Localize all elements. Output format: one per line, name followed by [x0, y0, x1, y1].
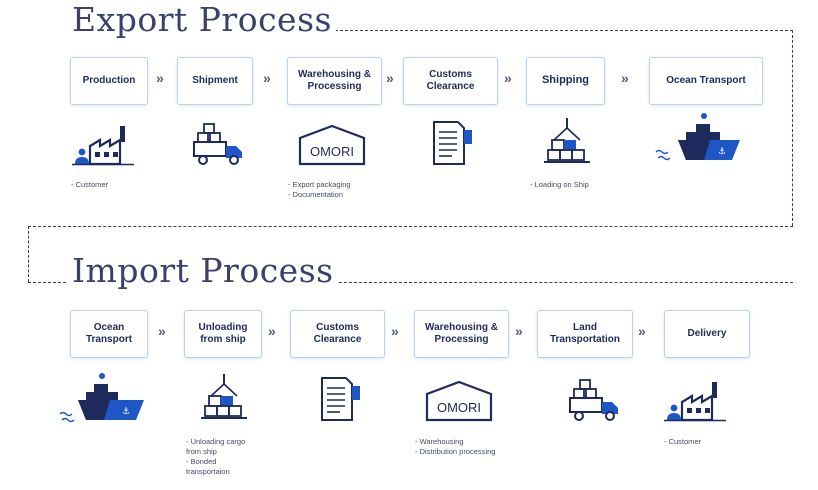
factory-icon — [664, 382, 726, 422]
arrow-icon: » — [268, 323, 276, 339]
import-step-land-transportation: Land Transportation — [537, 310, 633, 358]
arrow-icon: » — [638, 323, 646, 339]
dashed-line-middle — [28, 226, 793, 227]
arrow-icon: » — [156, 70, 164, 86]
factory-icon — [72, 126, 134, 166]
export-step-warehousing: Warehousing & Processing — [287, 57, 382, 105]
arrow-icon: » — [621, 70, 629, 86]
crane-cargo-icon — [544, 118, 590, 163]
arrow-icon: » — [515, 323, 523, 339]
warehouse-sign: OMORI — [437, 400, 481, 415]
import-step-delivery: Delivery — [664, 310, 750, 358]
ship-icon: ⚓ — [59, 373, 144, 423]
ship-icon: ⚓ — [655, 113, 740, 161]
arrow-icon: » — [504, 70, 512, 86]
document-icon — [433, 121, 472, 165]
arrow-icon: » — [386, 70, 394, 86]
import-title: Import Process — [68, 251, 338, 290]
dashed-line-top — [300, 30, 793, 31]
arrow-icon: » — [391, 323, 399, 339]
export-step-shipping: Shipping — [526, 57, 605, 105]
export-step-customs: Customs Clearance — [403, 57, 498, 105]
export-step-production: Production — [70, 57, 148, 105]
document-icon — [321, 377, 360, 421]
import-step-ocean-transport: Ocean Transport — [70, 310, 148, 358]
export-note-shipping: - Loading on Ship — [530, 180, 589, 189]
import-note-warehousing: - Warehousing - Distribution processing — [415, 437, 496, 457]
warehouse-icon: OMORI — [425, 380, 493, 422]
export-note-production: - Customer — [71, 180, 109, 189]
export-title: Export Process — [68, 0, 336, 39]
import-step-unloading: Unloading from ship — [184, 310, 262, 358]
dashed-line-right — [792, 30, 793, 226]
arrow-icon: » — [263, 70, 271, 86]
truck-icon — [193, 123, 242, 165]
svg-text:⚓: ⚓ — [718, 147, 726, 157]
export-step-ocean-transport: Ocean Transport — [649, 57, 763, 105]
arrow-icon: » — [158, 323, 166, 339]
import-note-unloading: - Unloading cargo from ship - Bonded tra… — [186, 437, 246, 477]
export-step-shipment: Shipment — [177, 57, 253, 105]
svg-text:⚓: ⚓ — [122, 407, 130, 417]
dashed-line-bottom — [28, 282, 793, 283]
import-step-warehousing: Warehousing & Processing — [414, 310, 509, 358]
truck-icon — [569, 379, 618, 421]
warehouse-sign: OMORI — [310, 144, 354, 159]
import-note-delivery: - Customer — [664, 437, 702, 446]
warehouse-icon: OMORI — [298, 124, 366, 166]
import-step-customs: Customs Clearance — [290, 310, 385, 358]
crane-cargo-icon — [201, 374, 247, 419]
dashed-line-left — [28, 226, 29, 282]
export-note-warehousing: - Export packaging - Documentation — [288, 180, 351, 200]
